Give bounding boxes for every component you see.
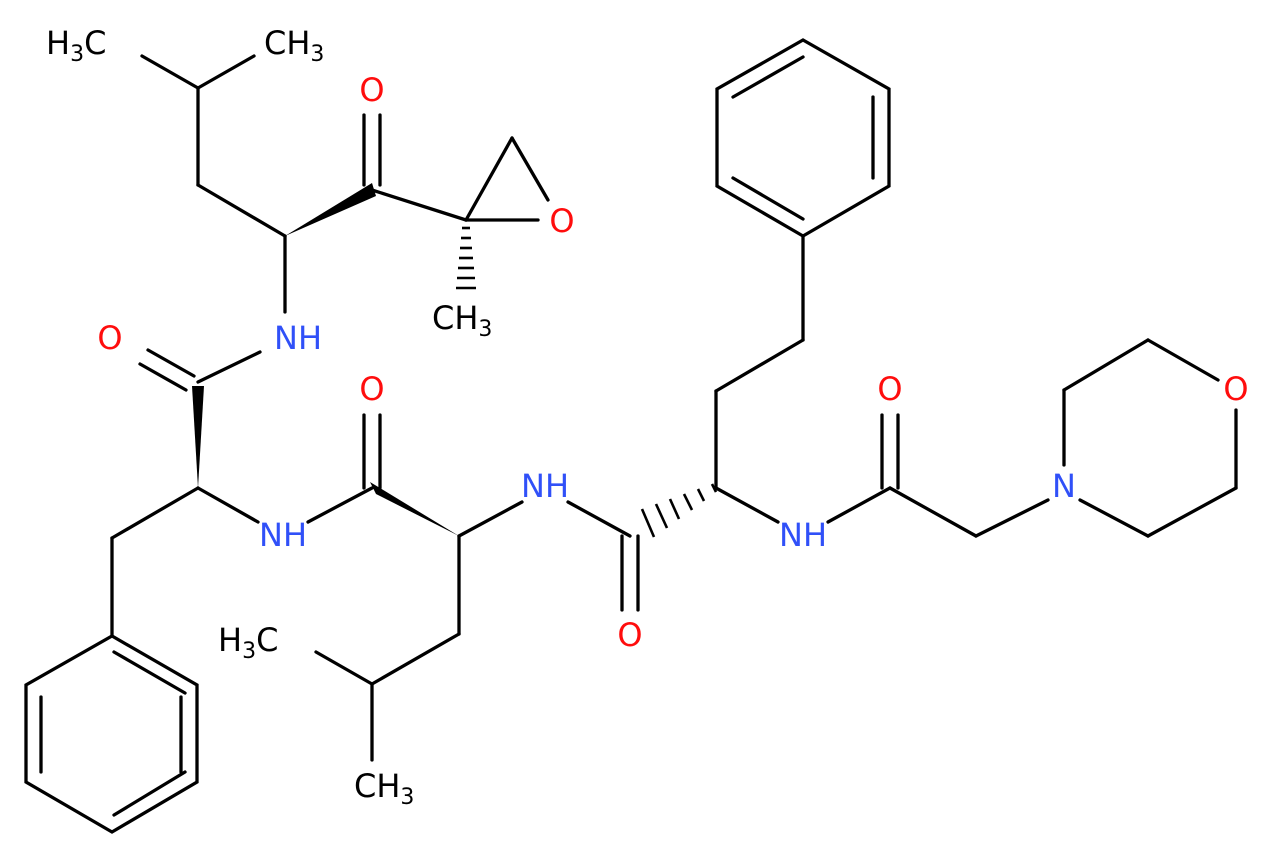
bond bbox=[1078, 498, 1150, 538]
oxygen-label: O bbox=[359, 71, 384, 109]
bond bbox=[731, 55, 805, 99]
amide-nh-label: NH bbox=[521, 467, 569, 505]
bond bbox=[24, 634, 199, 834]
methyl-label: CH3 bbox=[264, 24, 324, 67]
wedge-bond bbox=[285, 183, 376, 236]
hash-bond bbox=[682, 493, 694, 511]
wedge-bond bbox=[192, 386, 204, 488]
bond bbox=[1062, 338, 1150, 392]
stereo-wedges bbox=[192, 183, 459, 536]
hash-bond bbox=[710, 483, 718, 493]
bond bbox=[196, 350, 262, 384]
bond bbox=[510, 136, 550, 202]
bond bbox=[826, 486, 892, 524]
bond bbox=[110, 486, 200, 540]
bond bbox=[1146, 486, 1238, 538]
bond bbox=[370, 188, 468, 222]
bond bbox=[370, 632, 461, 686]
oxygen-label: O bbox=[549, 202, 574, 240]
oxygen-label: O bbox=[97, 319, 122, 357]
bond bbox=[714, 338, 805, 393]
bond bbox=[196, 54, 256, 90]
bond bbox=[314, 650, 374, 686]
oxygen-label: O bbox=[1223, 370, 1248, 408]
bond bbox=[196, 486, 260, 524]
nitrogen-label: N bbox=[1052, 467, 1076, 505]
bond bbox=[566, 500, 632, 538]
wedge-bond bbox=[370, 482, 459, 536]
bond bbox=[146, 348, 196, 378]
methyl-label: H3C bbox=[218, 621, 278, 664]
bond bbox=[731, 176, 805, 221]
oxygen-label: O bbox=[359, 370, 384, 408]
oxygen-label: O bbox=[877, 370, 902, 408]
bond-lines bbox=[24, 38, 1238, 834]
amide-nh-label: NH bbox=[274, 319, 322, 357]
hash-bond bbox=[654, 503, 669, 529]
oxygen-label: O bbox=[617, 616, 642, 654]
bond bbox=[888, 486, 978, 538]
amide-nh-label: NH bbox=[259, 516, 307, 554]
bond bbox=[464, 136, 514, 222]
bond bbox=[140, 54, 200, 90]
hash-bond bbox=[640, 508, 656, 538]
methyl-label: CH3 bbox=[354, 767, 414, 810]
methyl-label: CH3 bbox=[432, 299, 492, 342]
bond bbox=[714, 486, 780, 524]
methyl-label: H3C bbox=[46, 24, 106, 67]
hash-bond bbox=[668, 498, 681, 520]
hashed-bonds bbox=[456, 226, 718, 538]
bond bbox=[112, 650, 187, 695]
amide-nh-label: NH bbox=[779, 516, 827, 554]
bond bbox=[138, 362, 188, 392]
atom-labels: H3C CH3 O O CH3 NH O O NH NH O O NH N O … bbox=[46, 24, 1249, 810]
bond bbox=[715, 38, 891, 238]
bond bbox=[1146, 338, 1220, 382]
bond bbox=[457, 500, 524, 538]
bond bbox=[974, 498, 1050, 538]
bond bbox=[196, 183, 287, 238]
bond bbox=[112, 770, 187, 817]
bond bbox=[306, 486, 374, 524]
hash-bond bbox=[696, 488, 706, 502]
